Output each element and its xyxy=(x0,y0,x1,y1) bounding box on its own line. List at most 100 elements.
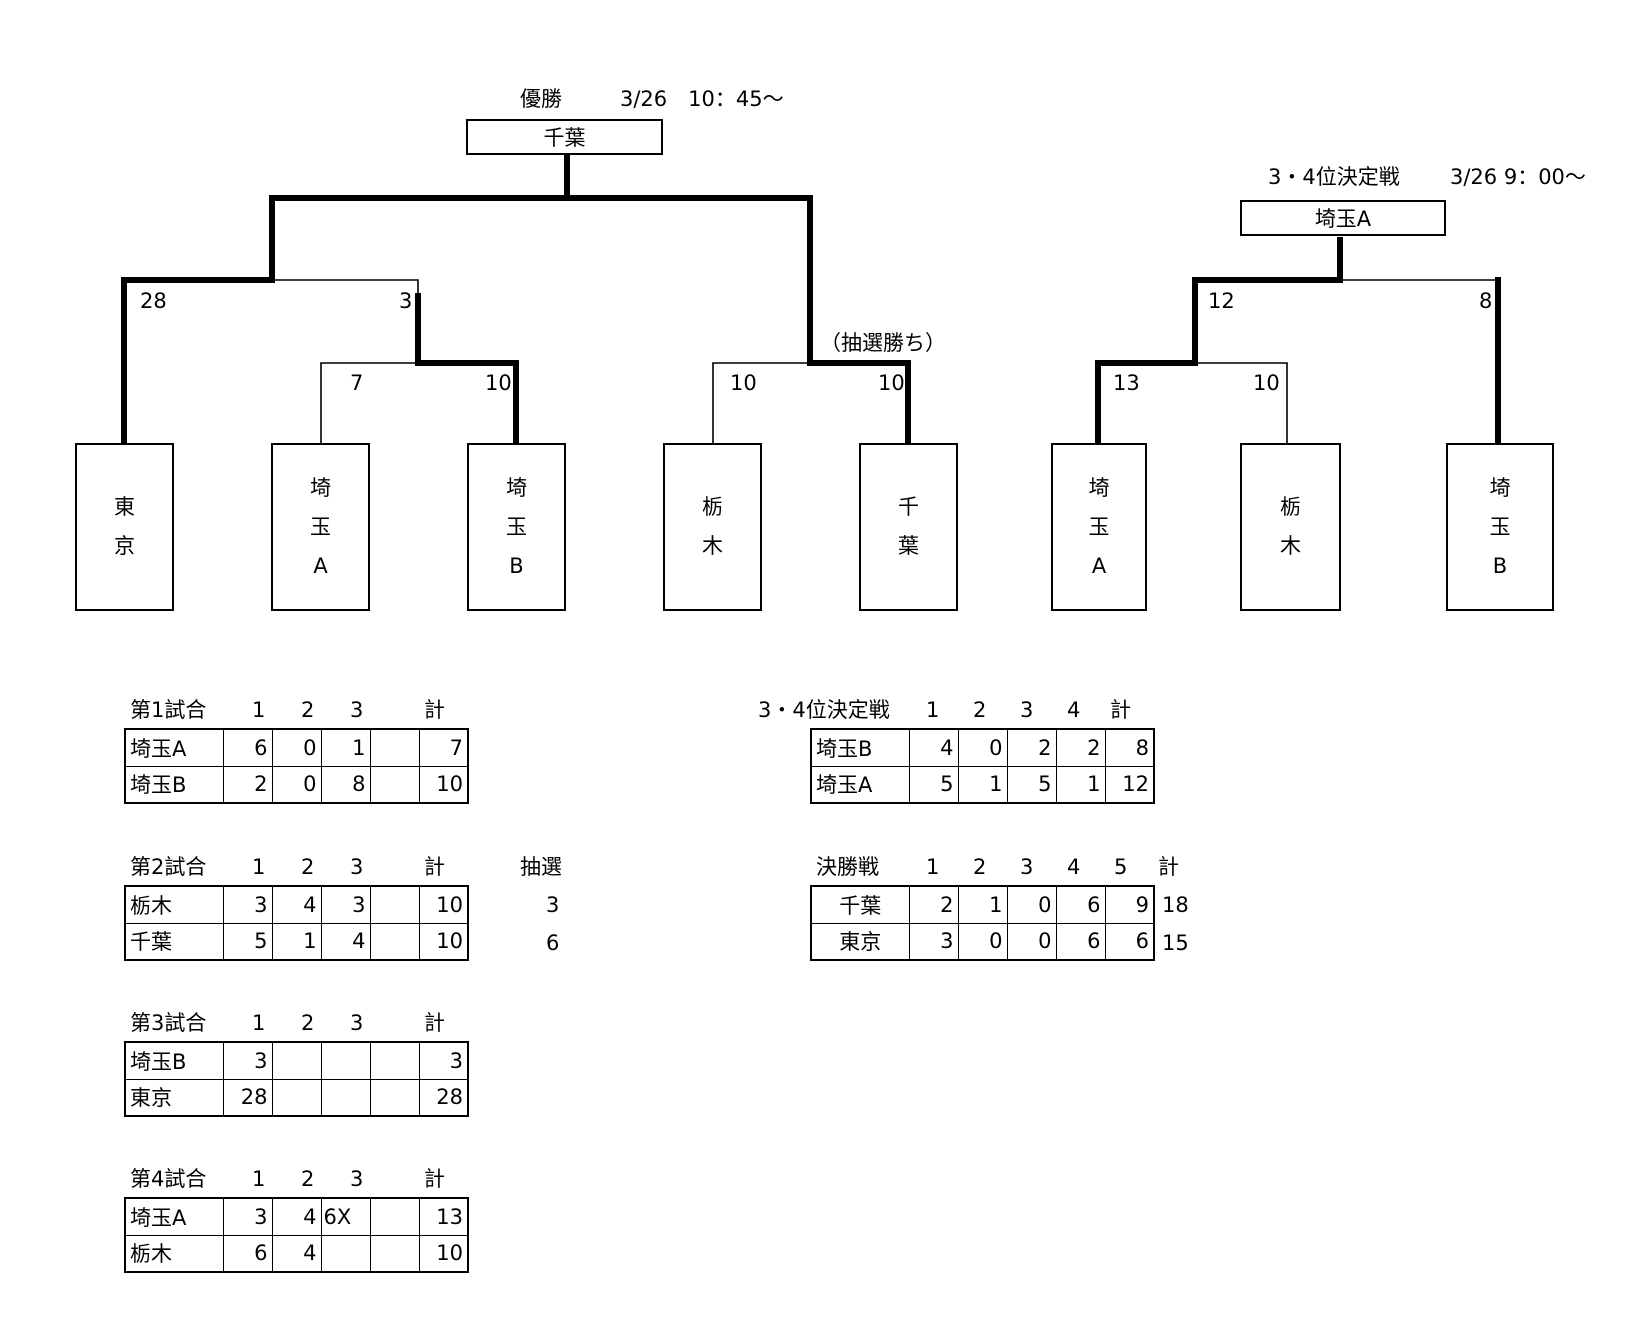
team-cell: 東京 xyxy=(810,922,910,961)
score-label: 12 xyxy=(1208,289,1235,313)
third-winner-name: 埼玉A xyxy=(1314,207,1372,231)
lottery-header: 抽選 xyxy=(520,855,562,879)
team-box-chiba: 千葉 xyxy=(859,443,958,611)
col-header: 2 xyxy=(301,1011,315,1035)
inning-cell xyxy=(369,885,420,924)
final-total: 18 xyxy=(1162,893,1189,917)
team-char: 千 xyxy=(898,495,919,519)
col-header: 計 xyxy=(424,698,445,722)
team-cell: 埼玉A xyxy=(124,1197,224,1236)
team-char: 木 xyxy=(1280,534,1301,558)
team-char: 埼 xyxy=(1088,475,1110,500)
inning-cell xyxy=(320,1041,371,1080)
score-label: 28 xyxy=(140,289,167,313)
team-char: 埼 xyxy=(1489,475,1511,500)
inning-cell xyxy=(369,765,420,804)
inning-cell: 0 xyxy=(271,765,322,804)
table-row: 埼玉A 5 1 5 1 12 xyxy=(810,765,1155,804)
inning-cell: 3 xyxy=(908,922,959,961)
lottery-note: （抽選勝ち） xyxy=(820,331,946,355)
inning-cell xyxy=(320,1078,371,1117)
table-row: 埼玉B 3 3 xyxy=(124,1041,469,1080)
inning-cell: 1 xyxy=(271,922,322,961)
total-cell: 13 xyxy=(418,1197,469,1236)
team-char: 栃 xyxy=(1280,495,1301,519)
team-cell: 千葉 xyxy=(124,922,224,961)
inning-cell: 0 xyxy=(957,922,1008,961)
total-cell: 7 xyxy=(418,728,469,767)
table-row: 埼玉A 6 0 1 7 xyxy=(124,728,469,767)
table-row: 埼玉B 2 0 8 10 xyxy=(124,765,469,804)
col-header: 3 xyxy=(350,698,364,722)
col-header: 計 xyxy=(1110,698,1131,722)
inning-cell: 5 xyxy=(1006,765,1057,804)
team-char: 栃 xyxy=(702,495,723,519)
inning-cell: 5 xyxy=(908,765,959,804)
game4-header: 第4試合 1 2 3 計 xyxy=(130,1166,470,1192)
team-char: B xyxy=(1492,553,1508,578)
score-label: 10 xyxy=(485,371,512,395)
team-box-tokyo: 東京 xyxy=(75,443,174,611)
team-cell: 栃木 xyxy=(124,885,224,924)
score-label: 10 xyxy=(1253,371,1280,395)
col-header: 1 xyxy=(252,855,266,879)
third-winner-box: 埼玉A xyxy=(1240,200,1446,236)
game2-header: 第2試合 1 2 3 計 抽選 xyxy=(130,854,590,880)
col-header: 3 xyxy=(350,855,364,879)
inning-cell: 6 xyxy=(222,1234,273,1273)
main-bracket-thick-lines xyxy=(121,155,911,446)
inning-cell: 28 xyxy=(222,1078,273,1117)
col-header: 2 xyxy=(973,698,987,722)
inning-cell xyxy=(369,1234,420,1273)
col-header: 1 xyxy=(252,1011,266,1035)
col-header: 3 xyxy=(1020,855,1034,879)
game1-title: 第1試合 xyxy=(130,698,207,722)
score-label: 7 xyxy=(350,371,364,395)
inning-cell: 3 xyxy=(222,1197,273,1236)
inning-cell: 3 xyxy=(222,885,273,924)
lottery-value: 3 xyxy=(546,893,560,917)
inning-cell: 6 xyxy=(1055,922,1106,961)
team-cell: 埼玉B xyxy=(810,728,910,767)
col-header: 3 xyxy=(1020,698,1034,722)
col-header: 4 xyxy=(1067,855,1081,879)
third-datetime: 3/26 9：00～ xyxy=(1450,165,1586,189)
inning-cell: 2 xyxy=(1055,728,1106,767)
final-table-header: 決勝戦 1 2 3 4 5 計 xyxy=(816,854,1216,880)
team-char: 葉 xyxy=(898,534,919,558)
col-header: 5 xyxy=(1114,855,1128,879)
col-header: 1 xyxy=(926,855,940,879)
team-char: 玉 xyxy=(310,514,331,539)
final-winner-name: 千葉 xyxy=(543,126,586,150)
table-row: 東京 28 28 xyxy=(124,1078,469,1117)
total-cell: 10 xyxy=(418,885,469,924)
score-label: 10 xyxy=(878,371,905,395)
final-table-title: 決勝戦 xyxy=(816,855,879,879)
col-header: 2 xyxy=(301,1167,315,1191)
col-header: 3 xyxy=(350,1011,364,1035)
game3-title: 第3試合 xyxy=(130,1011,207,1035)
col-header: 2 xyxy=(301,855,315,879)
game3-table: 埼玉B 3 3 東京 28 28 xyxy=(124,1041,469,1117)
team-char: A xyxy=(313,553,328,578)
col-header: 計 xyxy=(424,855,445,879)
total-cell: 3 xyxy=(418,1041,469,1080)
team-char: 東 xyxy=(114,495,135,519)
col-header: 1 xyxy=(252,698,266,722)
inning-cell: 6 xyxy=(1104,922,1155,961)
lottery-value: 6 xyxy=(546,931,560,955)
team-cell: 千葉 xyxy=(810,885,910,924)
inning-cell: 0 xyxy=(957,728,1008,767)
third-bracket-thick-lines xyxy=(1095,237,1501,446)
total-cell: 10 xyxy=(418,922,469,961)
inning-cell: 2 xyxy=(1006,728,1057,767)
table-row: 埼玉A 3 4 6X 13 xyxy=(124,1197,469,1236)
team-box-tochigi: 栃木 xyxy=(663,443,762,611)
final-table: 千葉 2 1 0 6 9 東京 3 0 0 6 6 xyxy=(810,885,1155,961)
col-header: 2 xyxy=(301,698,315,722)
table-row: 栃木 6 4 10 xyxy=(124,1234,469,1273)
total-cell: 12 xyxy=(1104,765,1155,804)
total-cell: 28 xyxy=(418,1078,469,1117)
